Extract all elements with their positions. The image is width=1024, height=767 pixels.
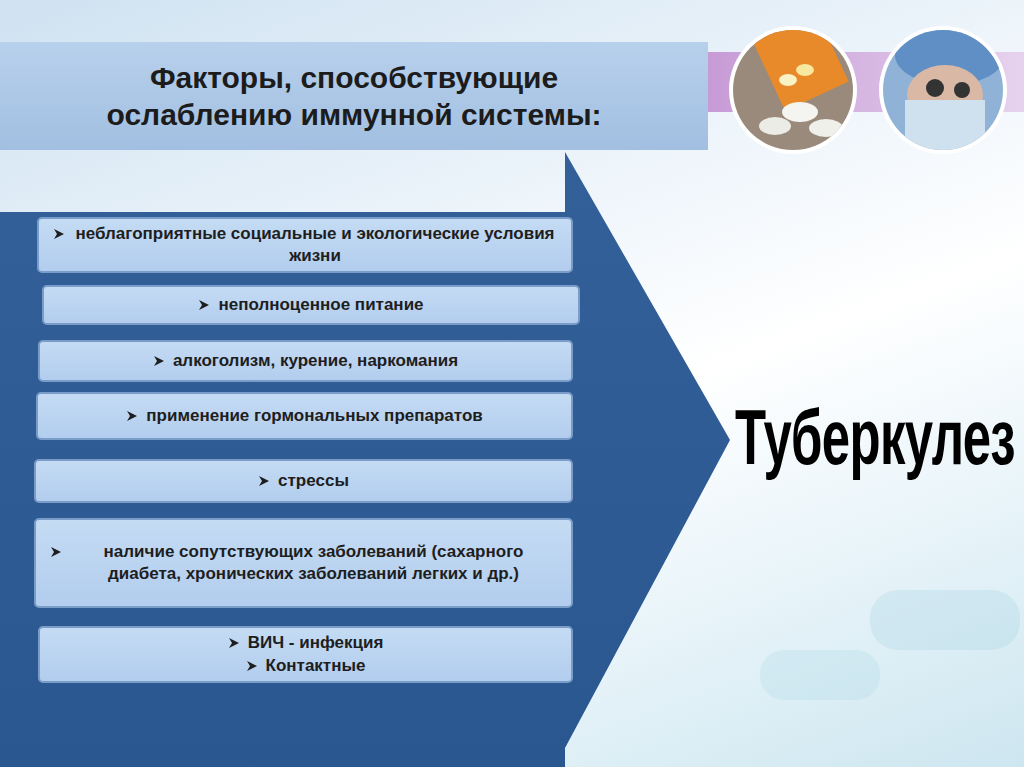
surgeon-photo [879, 25, 1010, 158]
factor-text: наличие сопутствующих заболеваний (сахар… [70, 541, 557, 585]
factor-box: стрессы [34, 459, 573, 503]
bullet-arrow [198, 299, 210, 311]
factor-box: применение гормональных препаратов [36, 392, 573, 440]
bullet-line: Контактные [246, 655, 366, 677]
factor-text: алкоголизм, курение, наркомания [173, 350, 458, 372]
bullet-arrow [246, 660, 258, 672]
bullet-arrow [126, 410, 138, 422]
bullet-line: применение гормональных препаратов [126, 405, 482, 427]
bullet-line: алкоголизм, курение, наркомания [153, 350, 458, 372]
title-text: Факторы, способствующие ослаблению иммун… [74, 59, 634, 134]
factor-box: ВИЧ - инфекцияКонтактные [38, 626, 573, 683]
factor-text: стрессы [278, 470, 349, 492]
glassware-decor [760, 590, 1020, 700]
pills-photo [729, 9, 860, 158]
bullet-line: неполноценное питание [198, 294, 423, 316]
bullet-line: стрессы [258, 470, 349, 492]
factor-text: ВИЧ - инфекция [248, 632, 384, 654]
disease-label: Туберкулез [735, 392, 1015, 483]
factor-text: неполноценное питание [218, 294, 423, 316]
title-band: Факторы, способствующие ослаблению иммун… [0, 42, 708, 150]
factor-text: Контактные [266, 655, 366, 677]
factor-box: неполноценное питание [42, 285, 580, 325]
bullet-line: ВИЧ - инфекция [228, 632, 384, 654]
bullet-line: неблагоприятные социальные и экологическ… [53, 223, 557, 267]
bullet-arrow [228, 637, 240, 649]
bullet-line: наличие сопутствующих заболеваний (сахар… [50, 541, 557, 585]
factor-box: алкоголизм, курение, наркомания [38, 340, 573, 382]
factor-box: неблагоприятные социальные и экологическ… [37, 217, 573, 273]
bullet-arrow [258, 475, 270, 487]
factor-box: наличие сопутствующих заболеваний (сахар… [34, 518, 573, 608]
arrow-shape [0, 152, 730, 767]
bullet-arrow [153, 355, 165, 367]
bullet-arrow [50, 546, 62, 558]
factor-text: неблагоприятные социальные и экологическ… [73, 223, 557, 267]
factor-text: применение гормональных препаратов [146, 405, 482, 427]
bullet-arrow [53, 228, 65, 240]
